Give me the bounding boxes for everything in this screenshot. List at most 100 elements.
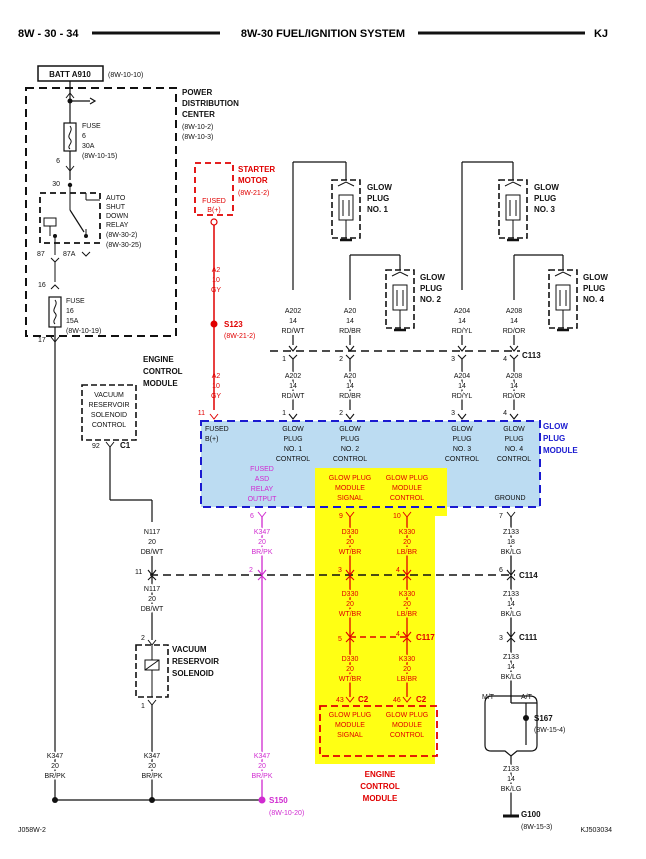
s167-ref: (8W-15-4) xyxy=(534,727,565,734)
a202-circuit-lower: A202 xyxy=(285,373,301,380)
a2-color-1: GY xyxy=(211,287,221,294)
k347-circuit-b3: K347 xyxy=(254,753,270,760)
ctrl3-l1: GLOW xyxy=(451,426,473,433)
fuse16-l3: 15A xyxy=(66,318,79,325)
starter-name-l2: MOTOR xyxy=(238,176,268,185)
starter-name-l1: STARTER xyxy=(238,165,275,174)
ecm-top-inner-l2: RESERVOIR xyxy=(88,402,129,409)
n117-circuit-a: N117 xyxy=(144,529,160,536)
fuse6-pin: 6 xyxy=(56,158,60,165)
starter-inner-l2: B(+) xyxy=(207,207,220,214)
glow-module-name-l2: PLUG xyxy=(543,434,565,443)
d330-gauge-c: 20 xyxy=(346,666,354,673)
splice-s123 xyxy=(210,320,218,328)
c113-pin-2: 2 xyxy=(339,356,343,363)
s123-ref: (8W-21-2) xyxy=(224,333,255,340)
z133-circuit-b: Z133 xyxy=(503,591,519,598)
ecm-con-l2: MODULE xyxy=(392,722,422,729)
a204-circuit-lower: A204 xyxy=(454,373,470,380)
glow-plug-4 xyxy=(513,254,578,332)
fuse6-l2: 6 xyxy=(82,133,86,140)
z133-color-b: BK/LG xyxy=(501,611,522,618)
fuse16-l1: FUSE xyxy=(66,298,85,305)
ctrl3-l2: PLUG xyxy=(452,436,471,443)
ctrl1-l2: PLUG xyxy=(283,436,302,443)
z133-gauge-d: 14 xyxy=(507,776,515,783)
relay-l4: RELAY xyxy=(106,222,129,229)
page-title: 8W-30 FUEL/IGNITION SYSTEM xyxy=(241,28,405,40)
d330-gauge-b: 20 xyxy=(346,601,354,608)
s150-ref: (8W-10-20) xyxy=(269,810,304,817)
a20-circuit-lower: A20 xyxy=(344,373,357,380)
pdc-ref2: (8W-10-3) xyxy=(182,134,213,141)
ctrl1-l1: GLOW xyxy=(282,426,304,433)
gpm-sig-l2: MODULE xyxy=(335,485,365,492)
z133-gauge-b: 14 xyxy=(507,601,515,608)
ecm-bottom-name-l3: MODULE xyxy=(363,794,398,803)
fuse16-pin16: 16 xyxy=(38,282,46,289)
ctrl4-l2: PLUG xyxy=(504,436,523,443)
ecm-con-l3: CONTROL xyxy=(390,732,424,739)
ecm-top-l2: CONTROL xyxy=(143,367,183,376)
a2-circuit-2: A2 xyxy=(212,373,221,380)
a202-color-lower: RD/WT xyxy=(282,393,306,400)
solenoid-l3: SOLENOID xyxy=(172,669,214,678)
solenoid-l2: RESERVOIR xyxy=(172,657,219,666)
ctrl4-l1: GLOW xyxy=(503,426,525,433)
c114-pin-3: 3 xyxy=(338,567,342,574)
a204-gauge-lower: 14 xyxy=(458,383,466,390)
pdc-ref1: (8W-10-2) xyxy=(182,124,213,131)
asd-l4: OUTPUT xyxy=(248,496,278,503)
ecm-sig-l1: GLOW PLUG xyxy=(329,712,371,719)
k330-gauge-a: 20 xyxy=(403,539,411,546)
relay-l3: DOWN xyxy=(106,213,128,220)
pdc-name-l3: CENTER xyxy=(182,110,215,119)
c114-pin-6: 6 xyxy=(499,567,503,574)
ecm-top-inner-l4: CONTROL xyxy=(92,422,126,429)
ctrl2-l4: CONTROL xyxy=(333,456,367,463)
glow-plug-2-l3: NO. 2 xyxy=(420,295,441,304)
d330-circuit-b: D330 xyxy=(342,591,359,598)
n117-color-b: DB/WT xyxy=(141,606,164,613)
a208-gauge-lower: 14 xyxy=(510,383,518,390)
glow-plug-1-l3: NO. 1 xyxy=(367,205,388,214)
a202-circuit-upper: A202 xyxy=(285,308,301,315)
z133-circuit-a: Z133 xyxy=(503,529,519,536)
relay-ref2: (8W-30-25) xyxy=(106,242,141,249)
fuse6-ref: (8W-10-15) xyxy=(82,153,117,160)
asd-l2: ASD xyxy=(255,476,269,483)
ctrl2-l3: NO. 2 xyxy=(341,446,359,453)
c113-pin-4: 4 xyxy=(503,356,507,363)
glow-plug-module-box xyxy=(200,420,541,508)
ctrl2-l2: PLUG xyxy=(340,436,359,443)
solenoid-pin-bottom: 1 xyxy=(141,703,145,710)
g100-ref: (8W-15-3) xyxy=(521,824,552,831)
power-distribution-center-box xyxy=(25,87,177,337)
c113-name: C113 xyxy=(522,351,541,360)
k347-gauge-a: 20 xyxy=(258,539,266,546)
ctrl2-l1: GLOW xyxy=(339,426,361,433)
a20-color-lower: RD/BR xyxy=(339,393,361,400)
starter-inner-l1: FUSED xyxy=(202,198,226,205)
gpm-pin-6: 6 xyxy=(250,513,254,520)
glow-plug-2-l1: GLOW xyxy=(420,273,445,282)
relay-pin30: 30 xyxy=(52,181,60,188)
ecm-top-pin: 92 xyxy=(92,443,100,450)
glow-module-fused-l2: B(+) xyxy=(205,436,218,443)
n117-gauge-a: 20 xyxy=(148,539,156,546)
module-pin-11: 11 xyxy=(198,410,205,417)
a202-color-upper: RD/WT xyxy=(282,328,306,335)
pdc-name-l1: POWER xyxy=(182,88,212,97)
gpm-con-l3: CONTROL xyxy=(390,495,424,502)
ctrl3-l3: NO. 3 xyxy=(453,446,471,453)
ecm-sig-l3: SIGNAL xyxy=(337,732,363,739)
a2-gauge-1: 10 xyxy=(212,277,220,284)
ecm-bottom-name-l1: ENGINE xyxy=(365,770,396,779)
a204-gauge-upper: 14 xyxy=(458,318,466,325)
glow-module-fused-l1: FUSED xyxy=(205,426,229,433)
n117-circuit-b: N117 xyxy=(144,586,160,593)
k330-color-c: LB/BR xyxy=(397,676,417,683)
ecm-top-conn: C1 xyxy=(120,441,131,450)
a2-color-2: GY xyxy=(211,393,221,400)
gpm-sig-l1: GLOW PLUG xyxy=(329,475,371,482)
